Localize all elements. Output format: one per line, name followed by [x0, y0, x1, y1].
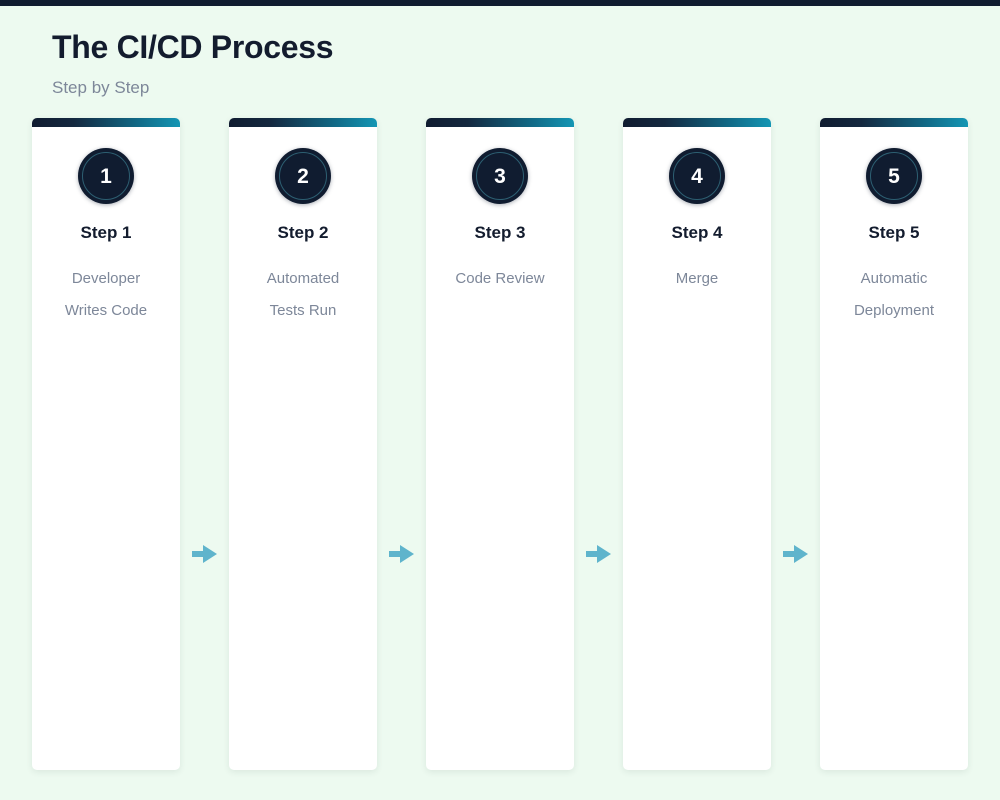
step-card[interactable]: 5 Step 5 Automatic Deployment	[820, 118, 968, 770]
step-title: Step 5	[868, 223, 920, 242]
step-card[interactable]: 3 Step 3 Code Review	[426, 118, 574, 770]
step-description: Automatic Deployment	[853, 269, 935, 319]
step-description: Developer Writes Code	[64, 269, 148, 319]
card-accent-bar	[820, 118, 968, 127]
step-description: Automated Tests Run	[266, 269, 340, 319]
cicd-process-page: The CI/CD Process Step by Step 1 Step 1 …	[0, 6, 1000, 800]
step-number-badge: 3	[472, 148, 528, 204]
step-connector	[771, 118, 820, 770]
arrow-right-icon	[782, 545, 808, 563]
step-number-badge: 2	[275, 148, 331, 204]
arrow-right-icon	[585, 545, 611, 563]
step-connector	[574, 118, 623, 770]
step-number-badge: 1	[78, 148, 134, 204]
step-title: Step 1	[80, 223, 132, 242]
arrow-right-icon	[388, 545, 414, 563]
step-card[interactable]: 4 Step 4 Merge	[623, 118, 771, 770]
card-accent-bar	[426, 118, 574, 127]
process-steps-row: 1 Step 1 Developer Writes Code 2 Step 2 …	[32, 118, 968, 770]
step-card[interactable]: 1 Step 1 Developer Writes Code	[32, 118, 180, 770]
step-title: Step 3	[474, 223, 526, 242]
step-card[interactable]: 2 Step 2 Automated Tests Run	[229, 118, 377, 770]
page-subtitle: Step by Step	[52, 78, 150, 98]
card-accent-bar	[229, 118, 377, 127]
step-number-label: 4	[691, 164, 703, 188]
step-connector	[180, 118, 229, 770]
step-number-badge: 4	[669, 148, 725, 204]
step-title: Step 4	[671, 223, 723, 242]
step-connector	[377, 118, 426, 770]
step-title: Step 2	[277, 223, 329, 242]
step-number-label: 5	[888, 164, 900, 188]
step-number-label: 2	[297, 164, 309, 188]
step-number-label: 3	[494, 164, 506, 188]
step-number-label: 1	[100, 164, 112, 188]
step-description: Merge	[675, 269, 719, 287]
step-description: Code Review	[455, 269, 545, 287]
card-accent-bar	[32, 118, 180, 127]
top-accent-strip	[0, 0, 1000, 6]
arrow-right-icon	[191, 545, 217, 563]
page-title: The CI/CD Process	[52, 29, 334, 65]
step-number-badge: 5	[866, 148, 922, 204]
card-accent-bar	[623, 118, 771, 127]
page-header: The CI/CD Process Step by Step	[0, 6, 1000, 98]
